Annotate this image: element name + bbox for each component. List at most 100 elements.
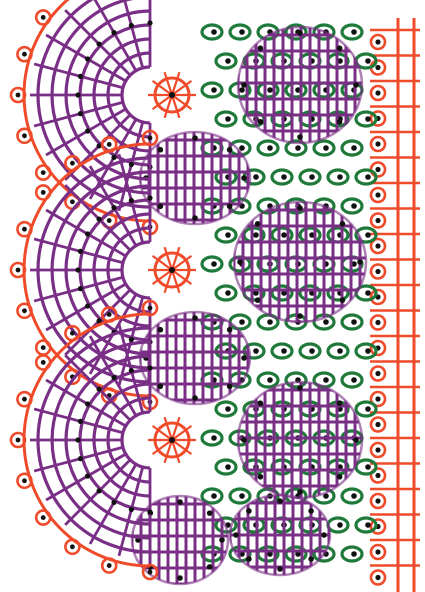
pin-dot <box>107 218 112 223</box>
pin-dot <box>70 331 75 336</box>
pin-dot <box>309 174 315 180</box>
pin-dot <box>340 297 346 303</box>
pin-dot <box>158 203 164 209</box>
pin-dot <box>147 509 152 514</box>
pin-dot <box>321 532 327 538</box>
pin-dot <box>22 133 27 138</box>
pin-dot <box>70 161 75 166</box>
pin-dot <box>297 205 303 211</box>
pin-dot <box>211 87 217 93</box>
pin-dot <box>375 422 380 427</box>
pin-dot <box>111 375 116 380</box>
pin-dot <box>375 39 380 44</box>
pin-dot <box>192 395 198 401</box>
pin-dot <box>107 142 112 147</box>
pin-dot <box>267 87 273 93</box>
pin-dot <box>16 93 21 98</box>
pin-dot <box>253 232 259 238</box>
pin-dot <box>22 227 27 232</box>
pin-dot <box>41 345 46 350</box>
pin-dot <box>246 556 252 562</box>
pin-dot <box>192 215 198 221</box>
pin-dot <box>253 174 259 180</box>
pin-dot <box>255 297 261 303</box>
pin-dot <box>267 145 273 151</box>
pin-dot <box>41 190 46 195</box>
pin-dot <box>267 377 273 383</box>
pin-dot <box>169 437 175 443</box>
pin-dot <box>41 360 46 365</box>
pin-dot <box>85 231 90 236</box>
pin-dot <box>227 327 233 333</box>
pin-dot <box>337 119 343 125</box>
pin-dot <box>148 570 153 575</box>
pin-dot <box>375 473 380 478</box>
pin-dot <box>351 203 357 209</box>
pin-dot <box>129 198 134 203</box>
pin-dot <box>158 147 164 153</box>
pin-dot <box>295 145 301 151</box>
pin-dot <box>22 478 27 483</box>
pin-dot <box>211 493 217 499</box>
pin-dot <box>75 437 80 442</box>
pin-dot <box>211 29 217 35</box>
pin-dot <box>169 92 175 98</box>
pin-dot <box>129 368 134 373</box>
pin-dot <box>22 308 27 313</box>
pin-dot <box>239 87 245 93</box>
pin-dot <box>323 377 329 383</box>
pin-dot <box>255 221 261 227</box>
pin-dot <box>337 400 343 406</box>
pin-dot <box>85 303 90 308</box>
pin-dot <box>323 145 329 151</box>
pin-dot <box>225 464 231 470</box>
pin-dot <box>375 167 380 172</box>
pin-dot <box>158 383 164 389</box>
pin-dot <box>297 313 303 319</box>
pin-dot <box>337 348 343 354</box>
pin-dot <box>353 82 359 88</box>
pin-dot <box>211 261 217 267</box>
pin-dot <box>41 15 46 20</box>
pin-dot <box>96 41 101 46</box>
pin-dot <box>177 575 183 581</box>
pin-dot <box>70 544 75 549</box>
pin-dot <box>365 174 371 180</box>
pin-dot <box>258 474 264 480</box>
pin-dot <box>111 30 116 35</box>
pin-dot <box>96 386 101 391</box>
pin-dot <box>111 205 116 210</box>
pin-dot <box>129 507 134 512</box>
pin-dot <box>375 498 380 503</box>
pin-dot <box>85 128 90 133</box>
pin-dot <box>297 30 303 36</box>
pin-dot <box>241 82 247 88</box>
pin-dot <box>241 355 247 361</box>
pin-dot <box>78 74 83 79</box>
pin-dot <box>375 320 380 325</box>
pin-dot <box>22 397 27 402</box>
pin-dot <box>375 269 380 274</box>
pin-dot <box>111 155 116 160</box>
pin-dot <box>281 232 287 238</box>
pin-dot <box>177 499 183 505</box>
pin-dot <box>78 419 83 424</box>
pin-dot <box>16 438 21 443</box>
pin-dot <box>281 348 287 354</box>
pin-dot <box>365 290 371 296</box>
pin-dot <box>297 385 303 391</box>
pin-dot <box>129 337 134 342</box>
pin-dot <box>351 493 357 499</box>
pin-dot <box>96 143 101 148</box>
pin-dot <box>253 348 259 354</box>
pin-dot <box>227 147 233 153</box>
pin-dot <box>365 464 371 470</box>
pin-dot <box>70 199 75 204</box>
pin-dot <box>75 267 80 272</box>
pin-dot <box>85 401 90 406</box>
pin-dot <box>308 508 314 514</box>
pin-dot <box>219 537 225 543</box>
pin-dot <box>227 203 233 209</box>
pin-dot <box>351 29 357 35</box>
